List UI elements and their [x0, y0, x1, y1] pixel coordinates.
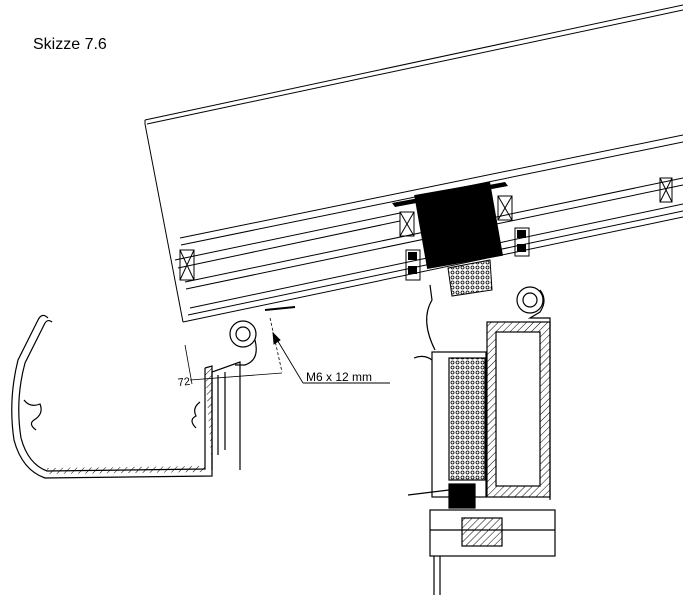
mullion-profile	[407, 284, 556, 595]
screw-label: M6 x 12 mm	[306, 370, 372, 384]
gutter-profile	[11, 314, 241, 479]
screw-clip	[229, 306, 296, 366]
dimension-label: 72	[177, 376, 191, 389]
sketch-title: Skizze 7.6	[33, 36, 107, 53]
glass-panel	[144, 4, 683, 323]
spacer-blocks	[179, 177, 673, 281]
dimension-72	[184, 317, 283, 385]
screw-leader	[272, 331, 390, 384]
pressure-cap	[392, 181, 530, 297]
